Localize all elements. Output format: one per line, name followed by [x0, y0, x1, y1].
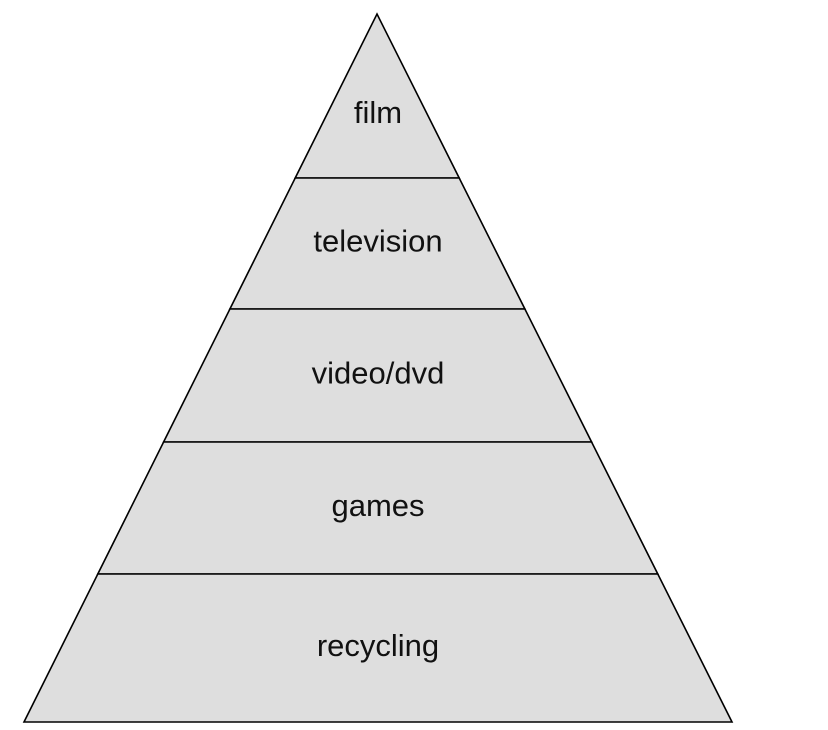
tier-recycling-shape — [22, 573, 734, 723]
tier-recycling-label: recycling — [317, 628, 439, 663]
tier-games: games — [96, 441, 660, 575]
tier-film-label: film — [354, 95, 402, 130]
tier-television: television — [228, 177, 527, 310]
tier-television-label: television — [313, 224, 442, 259]
tier-recycling: recycling — [22, 573, 734, 723]
tier-games-label: games — [331, 488, 424, 523]
tier-video-dvd: video/dvd — [162, 308, 593, 443]
tier-film: film — [293, 12, 461, 179]
tier-video-dvd-label: video/dvd — [312, 356, 445, 391]
